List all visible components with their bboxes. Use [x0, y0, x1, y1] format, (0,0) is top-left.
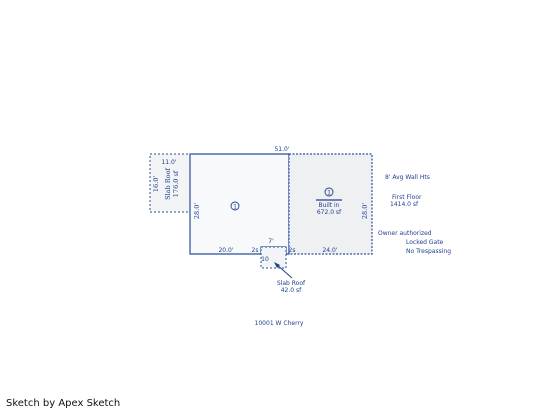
dim-notch-top: 7' [268, 238, 274, 245]
dim-slab-roof-small: 10 [261, 256, 269, 263]
addition-outline [288, 153, 373, 255]
dim-bottom-main: 20.0' [218, 247, 233, 254]
main-area-outline [189, 153, 290, 255]
main-marker-icon [230, 201, 240, 211]
dim-right-addition: 28.0' [361, 203, 369, 219]
dim-left-main: 28.0' [193, 203, 201, 219]
slab-roof-small-label-line2: 42.0 sf [281, 287, 302, 294]
slab-bump-label-line1: Slab Roof [164, 168, 172, 200]
leader-arrow-icon [274, 262, 280, 268]
addition-label-line2: 672.0 sf [317, 209, 342, 216]
slab-roof-small-outline [260, 246, 287, 269]
slab-bump-label-line2: 176.0 sf [172, 170, 180, 197]
address-label: 10001 W Cherry [255, 320, 304, 327]
note-floor-line1: First Floor [392, 194, 422, 201]
note-owner-line2: Locked Gate [406, 239, 444, 246]
dim-notch-left: 2s [252, 247, 259, 254]
note-floor-line2: 1414.0 sf [390, 201, 419, 208]
main-marker-text: 1 [233, 203, 237, 210]
footer-credit: Sketch by Apex Sketch [6, 398, 121, 409]
note-wall-height: 8' Avg Wall Hts [385, 174, 430, 181]
note-owner-line1: Owner authorized [378, 230, 432, 237]
dim-top-slab-bump: 11.0' [161, 159, 176, 166]
note-owner-line3: No Trespassing [406, 248, 451, 255]
addition-label-line1: Built in [319, 202, 340, 209]
slab-roof-small-label-line1: Slab Roof [277, 280, 306, 287]
addition-marker-text: 1 [327, 189, 331, 196]
dim-notch-right: 2s [289, 247, 296, 254]
addition-marker-icon [324, 187, 334, 197]
dim-bottom-addition: 24.0' [322, 247, 337, 254]
dim-top-main: 51.0' [274, 146, 289, 153]
dim-side-slab-bump: 16.0' [152, 176, 160, 192]
